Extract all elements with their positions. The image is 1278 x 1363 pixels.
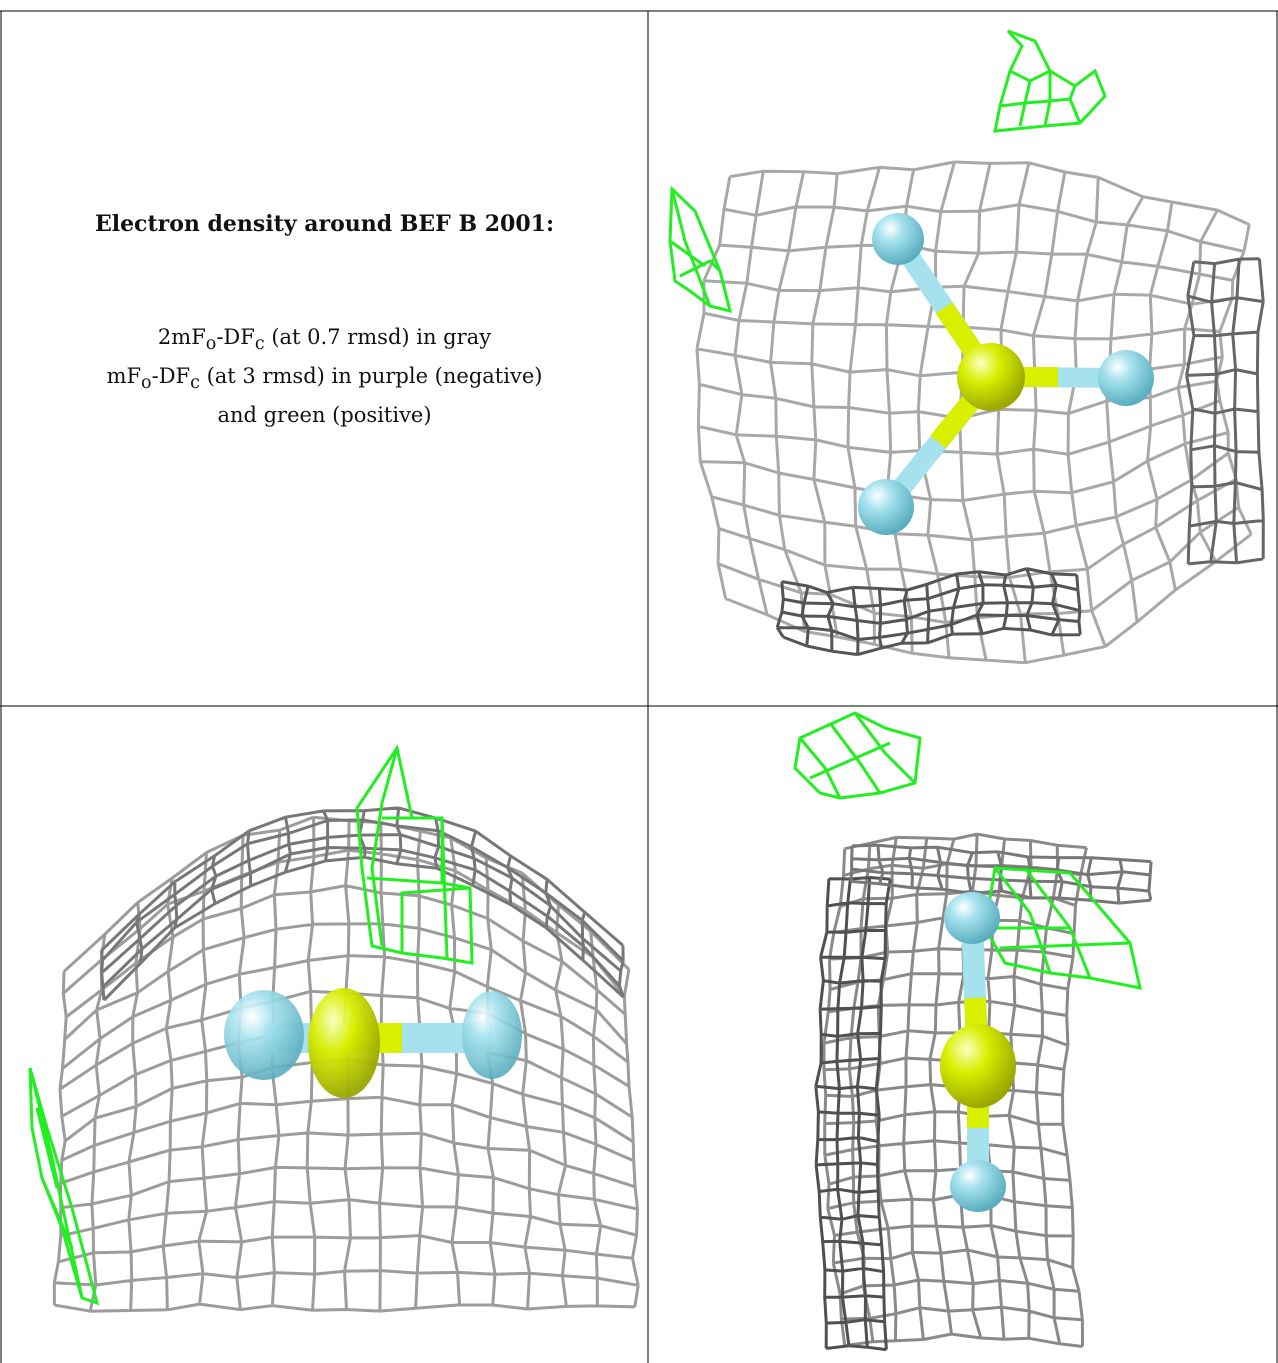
fluorine-atom: [858, 479, 914, 535]
view-top-right: [650, 11, 1276, 705]
fluorine-atom: [1098, 350, 1154, 406]
bef-molecule: [224, 988, 522, 1098]
beryllium-atom: [957, 343, 1025, 411]
legend-line-mfo: mFo-DFc (at 3 rmsd) in purple (negative): [106, 364, 543, 394]
legend-line-green: and green (positive): [217, 403, 432, 428]
bef-molecule: [858, 213, 1154, 535]
beryllium-atom: [308, 988, 380, 1098]
mesh-lines: [99, 806, 625, 1002]
beryllium-atom: [940, 1024, 1016, 1108]
green-density-mesh: [668, 29, 1107, 314]
fluorine-atom: [224, 990, 304, 1080]
fluorine-atom: [462, 991, 522, 1079]
view-bottom-right: [650, 708, 1276, 1363]
legend-text: 2mFo-DFc (at 0.7 rmsd) in gray mFo-DFc (…: [2, 321, 647, 431]
mesh-lines: [775, 567, 1082, 657]
view-bottom-left: [2, 708, 647, 1363]
legend-line-2mfo: 2mFo-DFc (at 0.7 rmsd) in gray: [157, 325, 492, 355]
caption-panel: Electron density around BEF B 2001: 2mFo…: [2, 11, 647, 705]
gray-density-mesh: [695, 160, 1265, 665]
green-density-mesh: [793, 711, 1142, 990]
mesh-lines: [1185, 257, 1265, 566]
figure-title: Electron density around BEF B 2001:: [94, 211, 555, 237]
fluorine-atom: [950, 1160, 1006, 1212]
fluorine-atom: [872, 213, 924, 265]
bef-molecule: [940, 892, 1016, 1212]
mesh-lines: [814, 876, 892, 1352]
green-density-mesh: [28, 744, 474, 1306]
fluorine-atom: [944, 892, 1000, 944]
